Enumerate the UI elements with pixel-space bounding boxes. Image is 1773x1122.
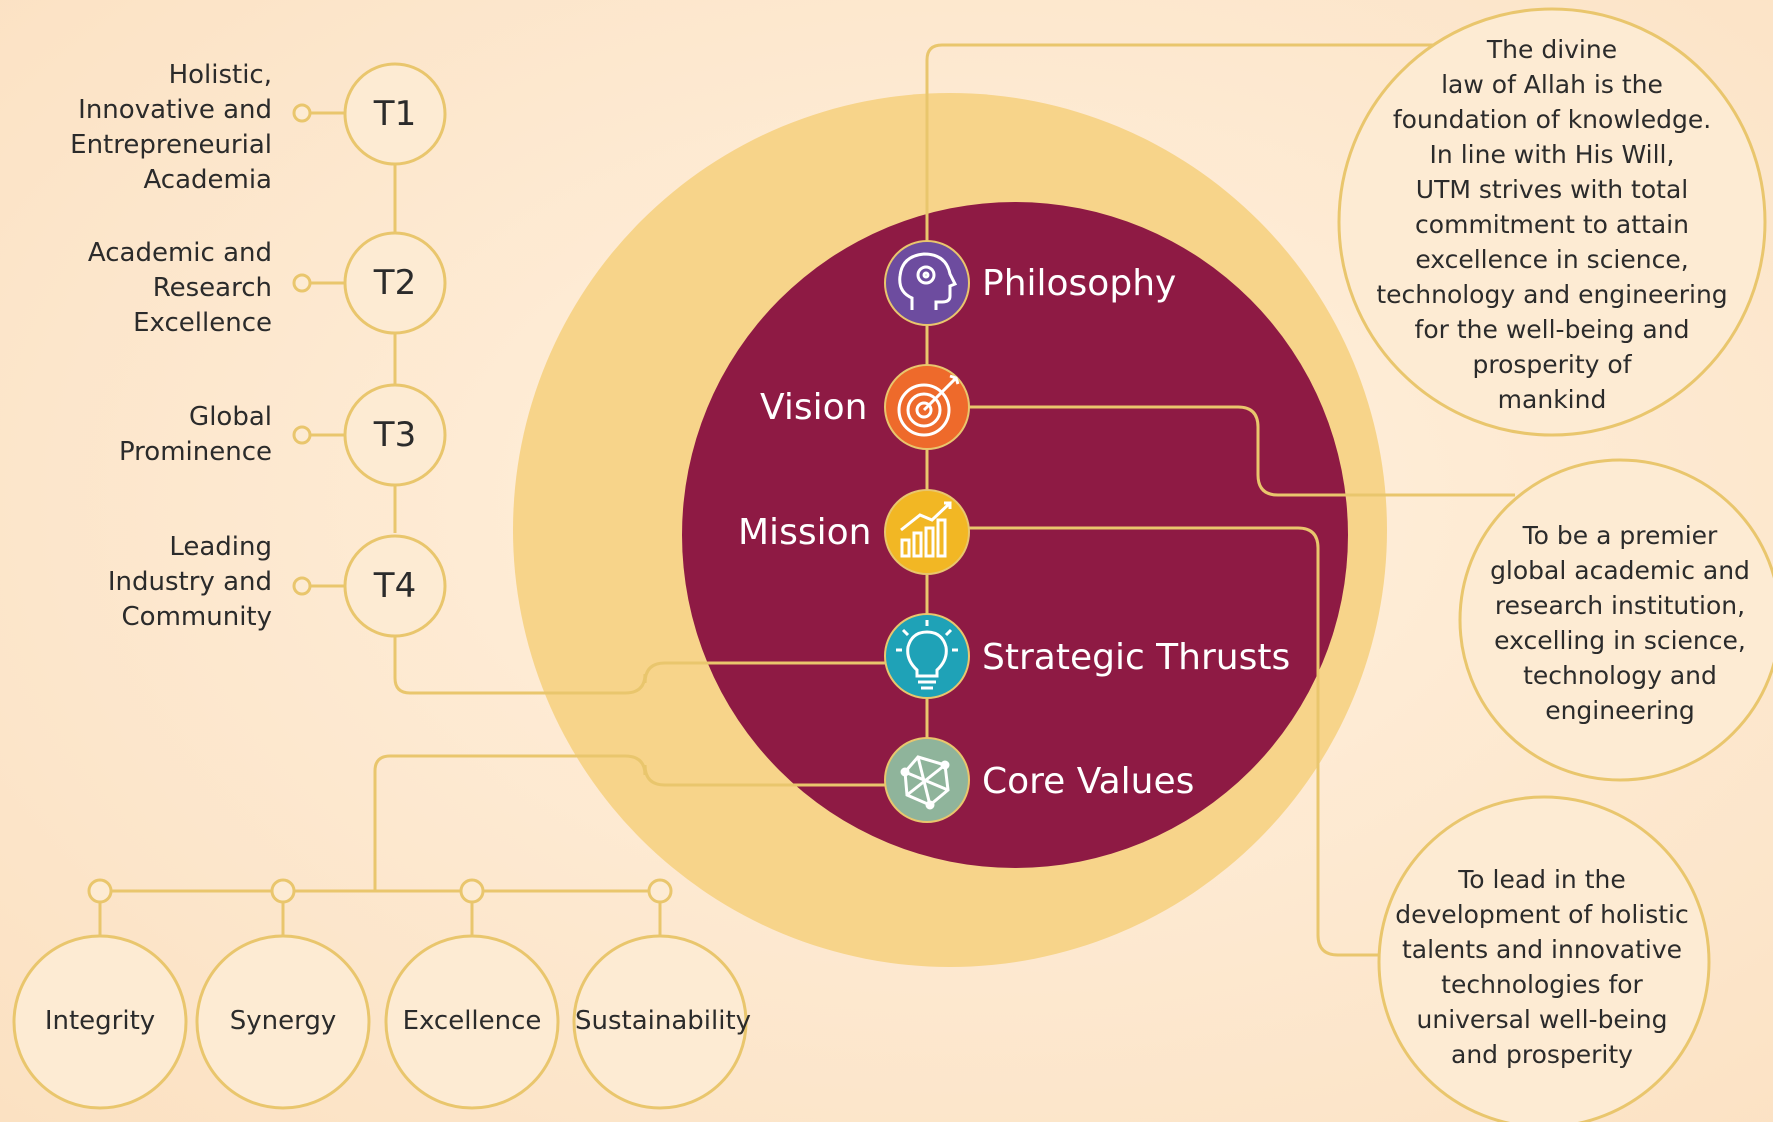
thrust-label-t3: Global Prominence — [118, 402, 272, 467]
thrust-circles — [343, 62, 447, 638]
network-icon — [900, 755, 950, 810]
statement-bubbles — [1337, 7, 1773, 1122]
value-dots — [87, 878, 673, 904]
thrust-circle-t3 — [343, 383, 447, 487]
philosophy-statement: The divine law of Allah is the foundatio… — [1376, 35, 1728, 414]
thrust-code-t2: T2 — [373, 263, 417, 303]
value-circle-synergy — [195, 934, 371, 1110]
value-circle-sustainability — [572, 934, 748, 1110]
thrust-label-t2: Academic and Research Excellence — [87, 238, 272, 338]
connector-lines — [98, 43, 1515, 957]
thrust-label-t4: Leading Industry and Community — [107, 532, 272, 632]
thrust-circle-t1 — [343, 62, 447, 166]
philosophy-bubble — [1337, 7, 1767, 437]
mission-icon-group — [884, 489, 970, 575]
vision-label: Vision — [760, 387, 868, 428]
target-icon — [897, 374, 960, 437]
strategic-thrusts-label: Strategic Thrusts — [982, 637, 1291, 678]
maroon-core — [682, 202, 1348, 868]
value-label-excellence: Excellence — [402, 1006, 542, 1036]
thrust-label-t1: Holistic, Innovative and Entrepreneurial… — [70, 60, 272, 195]
value-circle-integrity — [12, 934, 188, 1110]
value-label-synergy: Synergy — [229, 1006, 337, 1036]
thrust-circle-t4 — [343, 534, 447, 638]
mission-statement: To lead in the development of holistic t… — [1395, 865, 1689, 1069]
thrust-code-t4: T4 — [373, 566, 417, 606]
value-circles — [12, 934, 748, 1110]
mission-bubble — [1377, 795, 1711, 1122]
lightbulb-icon — [896, 620, 958, 690]
thrust-dots — [292, 103, 312, 596]
mission-label: Mission — [738, 512, 872, 553]
values-icon-group — [884, 737, 970, 823]
value-label-sustainability: Sustainability — [575, 1006, 752, 1036]
value-circle-excellence — [384, 934, 560, 1110]
growth-chart-icon — [900, 501, 952, 558]
core-values-label: Core Values — [982, 761, 1195, 802]
thrust-circle-t2 — [343, 231, 447, 335]
thrust-code-t3: T3 — [373, 415, 417, 455]
thrust-code-t1: T1 — [373, 94, 417, 134]
vision-icon-group — [884, 364, 970, 450]
philosophy-icon-group — [884, 240, 970, 326]
head-gear-icon — [898, 252, 958, 310]
vision-statement: To be a premier global academic and rese… — [1490, 521, 1750, 725]
thrusts-icon-group — [884, 613, 970, 699]
philosophy-label: Philosophy — [982, 263, 1177, 304]
value-label-integrity: Integrity — [44, 1006, 156, 1036]
vision-bubble — [1458, 458, 1773, 782]
